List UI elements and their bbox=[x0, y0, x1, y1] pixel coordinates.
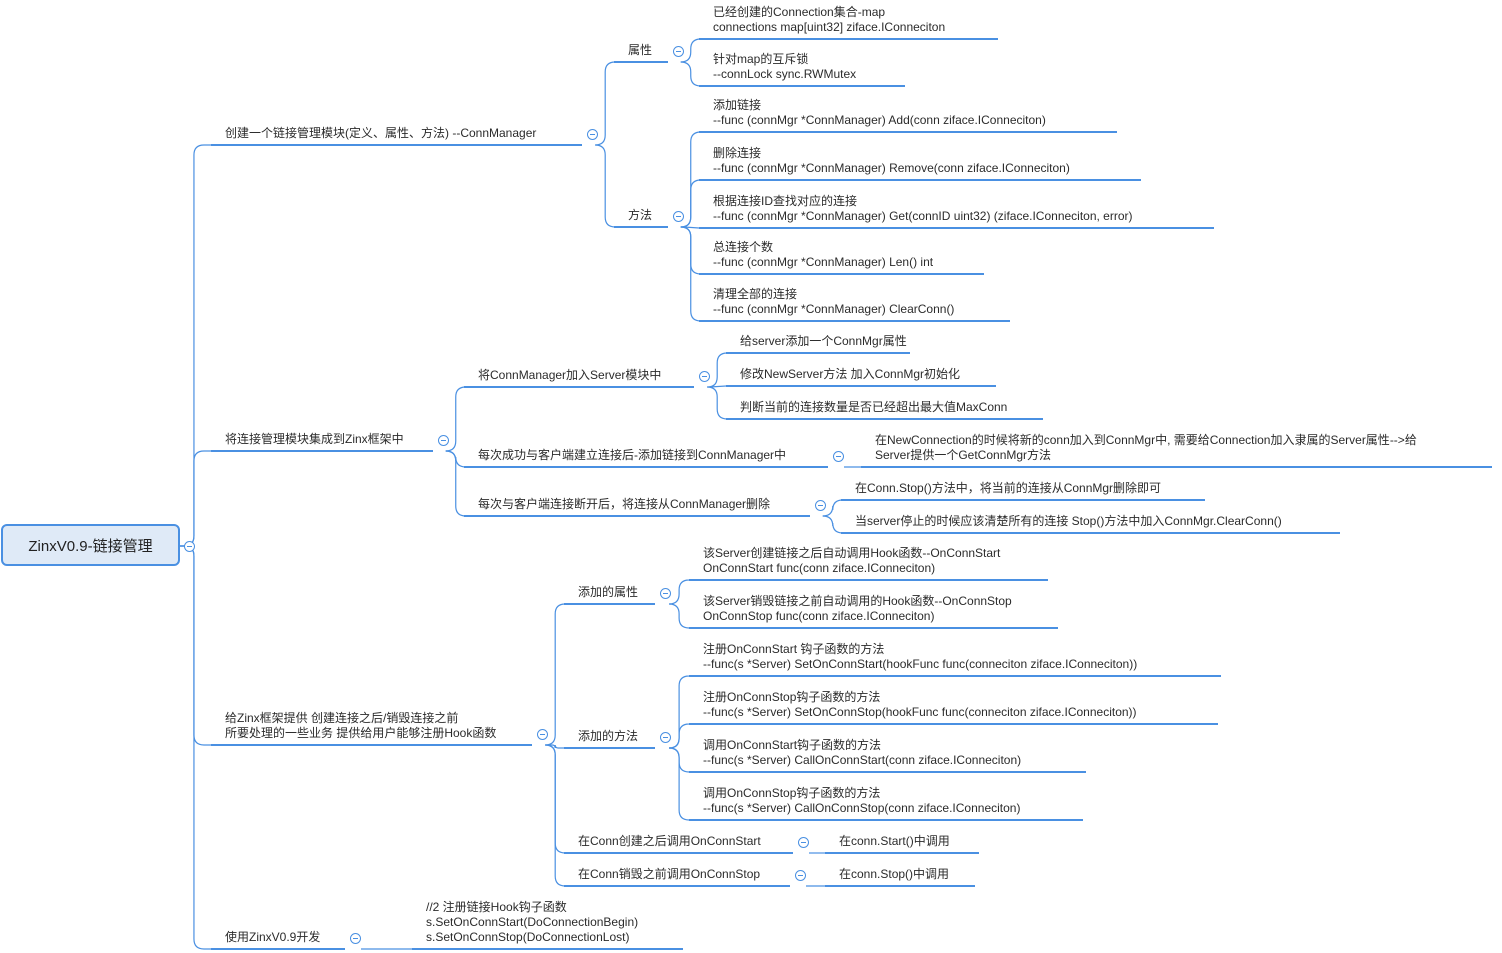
node-text: --func (connMgr *ConnManager) Get(connID… bbox=[713, 209, 1133, 223]
node-text: 已经创建的Connection集合-map bbox=[713, 5, 886, 19]
node-text: 给server添加一个ConnMgr属性 bbox=[740, 334, 907, 348]
node-text: 在conn.Start()中调用 bbox=[839, 834, 950, 848]
branch-connector bbox=[669, 603, 690, 629]
branch-connector bbox=[822, 515, 843, 534]
node-text: 当server停止的时候应该清楚所有的连接 Stop()方法中加入ConnMgr… bbox=[855, 514, 1282, 528]
collapse-icon[interactable] bbox=[833, 451, 844, 462]
collapse-icon[interactable] bbox=[537, 729, 548, 740]
collapse-icon[interactable] bbox=[438, 435, 449, 446]
collapse-icon[interactable] bbox=[673, 46, 684, 57]
node-text: 在Conn.Stop()方法中，将当前的连接从ConnMgr删除即可 bbox=[855, 481, 1162, 495]
collapse-icon[interactable] bbox=[815, 500, 826, 511]
node-text: 注册OnConnStart 钩子函数的方法 bbox=[703, 642, 885, 656]
collapse-icon[interactable] bbox=[350, 933, 361, 944]
branch-connector bbox=[680, 61, 701, 87]
node-text: 创建一个链接管理模块(定义、属性、方法) --ConnManager bbox=[225, 126, 537, 140]
node-text: 添加的方法 bbox=[578, 729, 639, 743]
node-text: 添加链接 bbox=[713, 98, 762, 112]
collapse-icon[interactable] bbox=[699, 371, 710, 382]
collapse-icon[interactable] bbox=[587, 129, 598, 140]
node-text: 使用ZinxV0.9开发 bbox=[225, 930, 321, 944]
branch-connector bbox=[683, 226, 700, 229]
branch-connector bbox=[180, 545, 211, 746]
collapse-icon[interactable] bbox=[660, 588, 671, 599]
node-text: 将ConnManager加入Server模块中 bbox=[478, 368, 662, 382]
node-text: --func(s *Server) CallOnConnStart(conn z… bbox=[703, 753, 1022, 767]
branch-connector bbox=[180, 450, 211, 547]
branch-connector bbox=[707, 386, 728, 420]
branch-connector bbox=[595, 61, 616, 146]
node-text: 将连接管理模块集成到Zinx框架中 bbox=[225, 432, 404, 446]
node-text: 总连接个数 bbox=[713, 240, 774, 254]
node-text: --func (connMgr *ConnManager) Len() int bbox=[713, 255, 934, 269]
collapse-icon[interactable] bbox=[795, 870, 806, 881]
node-text: --func (connMgr *ConnManager) ClearConn(… bbox=[713, 302, 955, 316]
branch-connector bbox=[680, 179, 701, 228]
node-text: 在Conn销毁之前调用OnConnStop bbox=[578, 867, 761, 881]
node-text: 针对map的互斥锁 bbox=[713, 52, 809, 66]
node-text: 给Zinx框架提供 创建连接之后/销毁连接之前 bbox=[225, 711, 459, 725]
branch-connector bbox=[595, 144, 616, 228]
node-text: 根据连接ID查找对应的连接 bbox=[713, 194, 858, 208]
node-text: 删除连接 bbox=[713, 146, 762, 160]
branch-connector bbox=[445, 450, 466, 517]
branch-connector bbox=[822, 499, 843, 517]
branch-connector bbox=[709, 385, 727, 388]
node-text: --func (connMgr *ConnManager) Remove(con… bbox=[713, 161, 1070, 175]
node-text: //2 注册链接Hook钩子函数 bbox=[426, 900, 567, 914]
node-text: 添加的属性 bbox=[578, 585, 639, 599]
node-text: 在Conn创建之后调用OnConnStart bbox=[578, 834, 761, 848]
collapse-icon[interactable] bbox=[798, 837, 809, 848]
collapse-icon[interactable] bbox=[673, 211, 684, 222]
node-text: 该Server销毁链接之前自动调用的Hook函数--OnConnStop bbox=[703, 594, 1012, 608]
node-text: 在NewConnection的时候将新的conn加入到ConnMgr中, 需要给… bbox=[875, 433, 1417, 447]
node-text: --func(s *Server) SetOnConnStart(hookFun… bbox=[703, 657, 1138, 671]
node-text: Server提供一个GetConnMgr方法 bbox=[875, 448, 1052, 462]
branch-connector bbox=[548, 744, 564, 749]
collapse-icon[interactable] bbox=[184, 541, 195, 552]
node-text: 属性 bbox=[628, 43, 653, 57]
branch-connector bbox=[669, 723, 690, 749]
node-text: 调用OnConnStop钩子函数的方法 bbox=[703, 786, 881, 800]
branch-connector bbox=[445, 386, 466, 452]
branch-connector bbox=[680, 226, 701, 322]
node-text: 方法 bbox=[628, 208, 653, 222]
node-text: --func (connMgr *ConnManager) Add(conn z… bbox=[713, 113, 1046, 127]
node-text: 注册OnConnStop钩子函数的方法 bbox=[703, 690, 881, 704]
node-text: 清理全部的连接 bbox=[713, 287, 798, 301]
node-text: OnConnStop func(conn ziface.IConneciton) bbox=[703, 609, 935, 623]
node-text: s.SetOnConnStop(DoConnectionLost) bbox=[426, 930, 630, 944]
node-text: 所要处理的一些业务 提供给用户能够注册Hook函数 bbox=[225, 726, 497, 740]
branch-connector bbox=[180, 144, 211, 547]
branch-connector bbox=[680, 38, 701, 63]
node-text: connections map[uint32] ziface.IConnecit… bbox=[713, 20, 946, 34]
node-text: 每次成功与客户端建立连接后-添加链接到ConnManager中 bbox=[478, 448, 787, 462]
branch-connector bbox=[545, 744, 566, 887]
node-text: 调用OnConnStart钩子函数的方法 bbox=[703, 738, 882, 752]
branch-connector bbox=[545, 603, 566, 746]
node-text: --connLock sync.RWMutex bbox=[713, 67, 857, 81]
node-text: 该Server创建链接之后自动调用Hook函数--OnConnStart bbox=[703, 546, 1001, 560]
node-text: 每次与客户端连接断开后，将连接从ConnManager删除 bbox=[478, 497, 771, 511]
node-text: 修改NewServer方法 加入ConnMgr初始化 bbox=[740, 367, 961, 381]
branch-connector bbox=[180, 545, 211, 950]
root-node[interactable]: ZinxV0.9-链接管理 bbox=[1, 524, 180, 566]
node-text: OnConnStart func(conn ziface.IConneciton… bbox=[703, 561, 936, 575]
collapse-icon[interactable] bbox=[660, 732, 671, 743]
branch-connector bbox=[707, 352, 728, 388]
node-text: --func(s *Server) SetOnConnStop(hookFunc… bbox=[703, 705, 1137, 719]
node-text: 判断当前的连接数量是否已经超出最大值MaxConn bbox=[740, 400, 1008, 414]
node-text: s.SetOnConnStart(DoConnectionBegin) bbox=[426, 915, 639, 929]
branch-connector bbox=[669, 747, 690, 821]
node-text: --func(s *Server) CallOnConnStop(conn zi… bbox=[703, 801, 1021, 815]
branch-connector bbox=[669, 579, 690, 605]
node-text: 在conn.Stop()中调用 bbox=[839, 867, 950, 881]
